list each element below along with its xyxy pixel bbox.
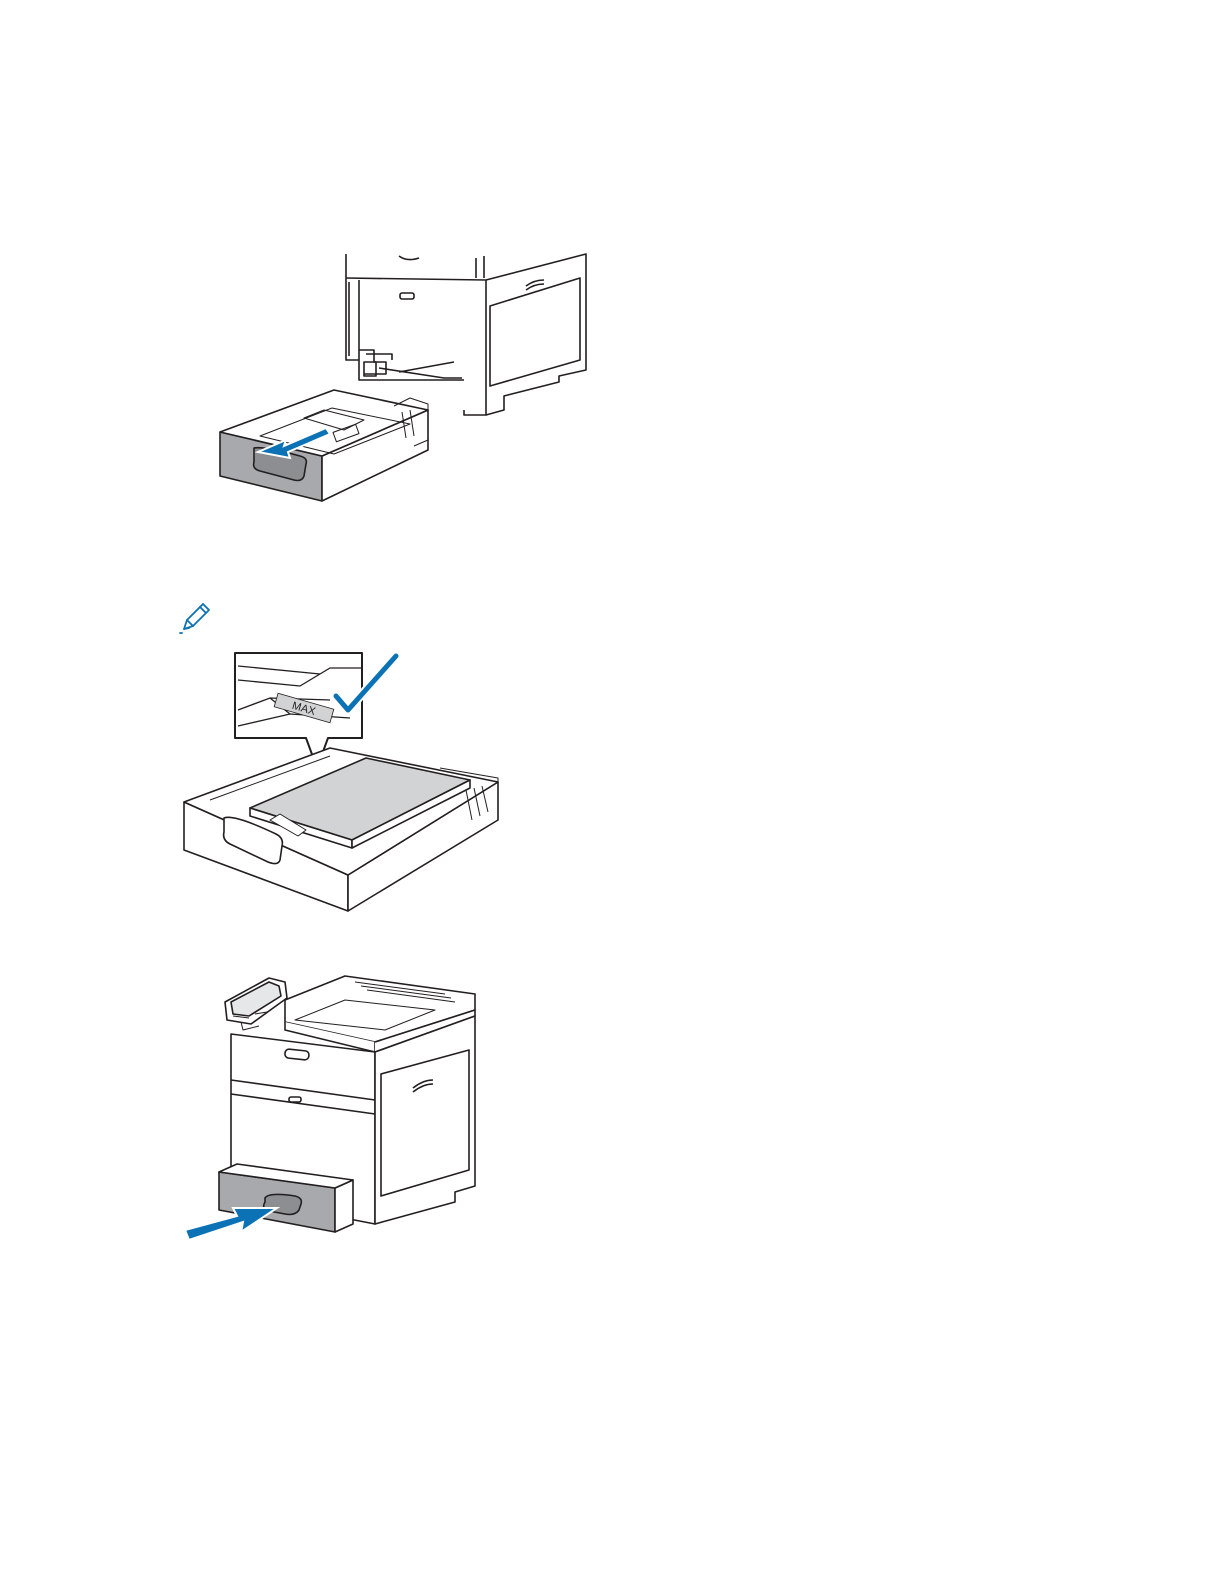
remove-tray-illustration	[214, 250, 594, 506]
insert-tray-illustration	[185, 970, 480, 1250]
load-paper-drawing: MAX	[180, 650, 505, 915]
insert-tray-drawing	[185, 970, 480, 1250]
remove-tray-drawing	[214, 250, 594, 506]
pencil-note-icon	[178, 601, 212, 635]
load-paper-illustration: MAX	[180, 650, 505, 915]
